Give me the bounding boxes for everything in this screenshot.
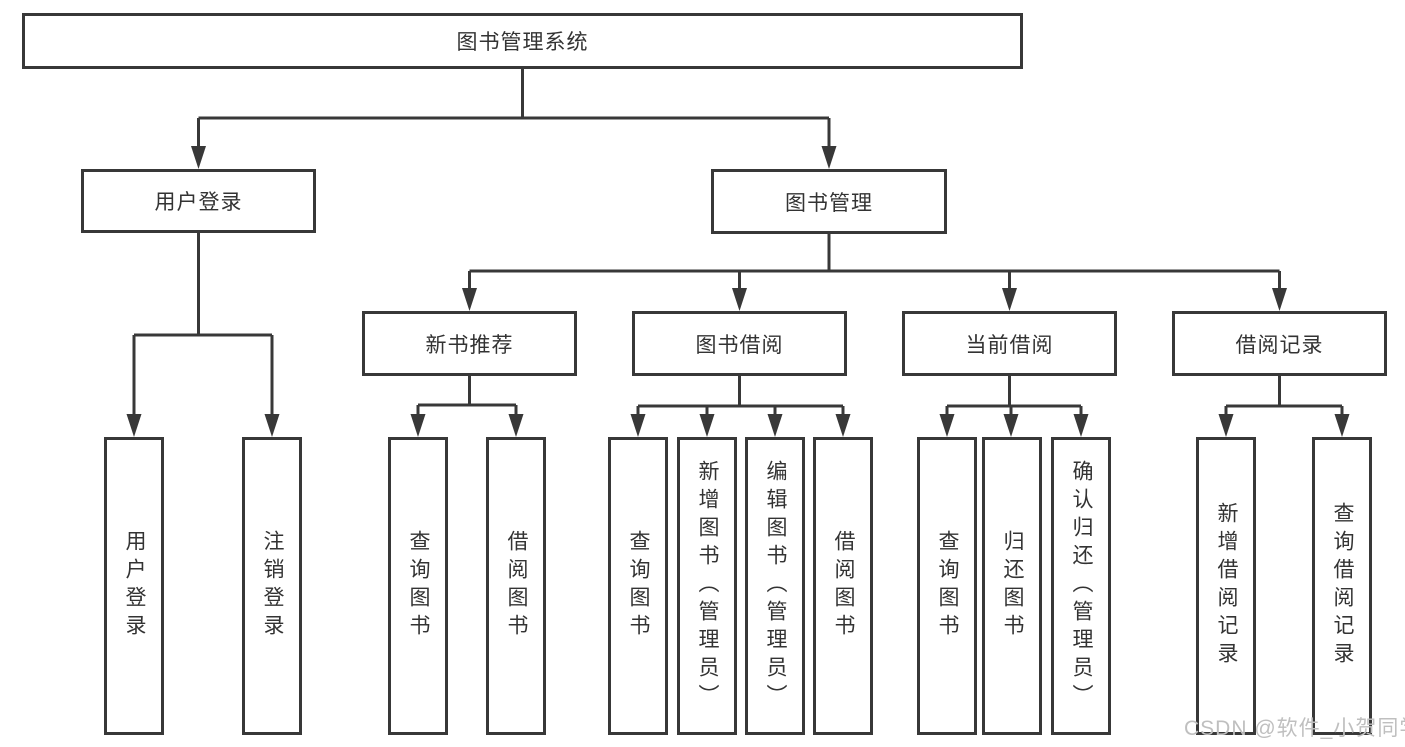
leaf-edit-book-admin-label: 编辑图书（管理员） (764, 460, 787, 712)
leaf-logout-label: 注销登录 (261, 530, 284, 642)
leaf-current-query-book-label: 查询图书 (936, 530, 959, 642)
node-current-borrowing: 当前借阅 (902, 311, 1117, 376)
node-current-borrowing-label: 当前借阅 (965, 333, 1054, 357)
node-user-login: 用户登录 (81, 169, 316, 233)
leaf-confirm-return-admin-label: 确认归还（管理员） (1070, 460, 1093, 712)
leaf-query-borrow-record: 查询借阅记录 (1312, 437, 1372, 735)
leaf-add-borrow-record-label: 新增借阅记录 (1215, 502, 1238, 670)
node-new-book-recommend-label: 新书推荐 (425, 333, 514, 357)
node-borrowing-records-label: 借阅记录 (1235, 333, 1324, 357)
leaf-recommend-borrow-book: 借阅图书 (486, 437, 546, 735)
node-new-book-recommend: 新书推荐 (362, 311, 577, 376)
node-root-label: 图书管理系统 (456, 31, 589, 54)
node-book-borrowing: 图书借阅 (632, 311, 847, 376)
leaf-logout: 注销登录 (242, 437, 302, 735)
node-root-system: 图书管理系统 (22, 13, 1023, 69)
leaf-user-login-label: 用户登录 (123, 530, 146, 642)
leaf-return-book-label: 归还图书 (1001, 530, 1024, 642)
csdn-watermark: CSDN @软件_小贺同学 (1184, 717, 1405, 740)
node-book-management-label: 图书管理 (785, 191, 873, 215)
leaf-user-login: 用户登录 (104, 437, 164, 735)
leaf-borrowing-query-book: 查询图书 (608, 437, 668, 735)
leaf-recommend-query-book-label: 查询图书 (407, 530, 430, 642)
node-book-management: 图书管理 (711, 169, 947, 234)
node-book-borrowing-label: 图书借阅 (695, 333, 784, 357)
leaf-query-borrow-record-label: 查询借阅记录 (1331, 502, 1354, 670)
leaf-confirm-return-admin: 确认归还（管理员） (1051, 437, 1111, 735)
leaf-borrowing-borrow-book-label: 借阅图书 (832, 530, 855, 642)
leaf-edit-book-admin: 编辑图书（管理员） (745, 437, 805, 735)
arrowhead-icons (126, 146, 1350, 437)
node-borrowing-records: 借阅记录 (1172, 311, 1387, 376)
leaf-return-book: 归还图书 (982, 437, 1042, 735)
leaf-recommend-borrow-book-label: 借阅图书 (505, 530, 528, 642)
leaf-add-book-admin: 新增图书（管理员） (677, 437, 737, 735)
leaf-add-borrow-record: 新增借阅记录 (1196, 437, 1256, 735)
leaf-current-query-book: 查询图书 (917, 437, 977, 735)
leaf-borrowing-query-book-label: 查询图书 (627, 530, 650, 642)
leaf-recommend-query-book: 查询图书 (388, 437, 448, 735)
leaf-add-book-admin-label: 新增图书（管理员） (696, 460, 719, 712)
node-user-login-label: 用户登录 (154, 191, 243, 214)
leaf-borrowing-borrow-book: 借阅图书 (813, 437, 873, 735)
